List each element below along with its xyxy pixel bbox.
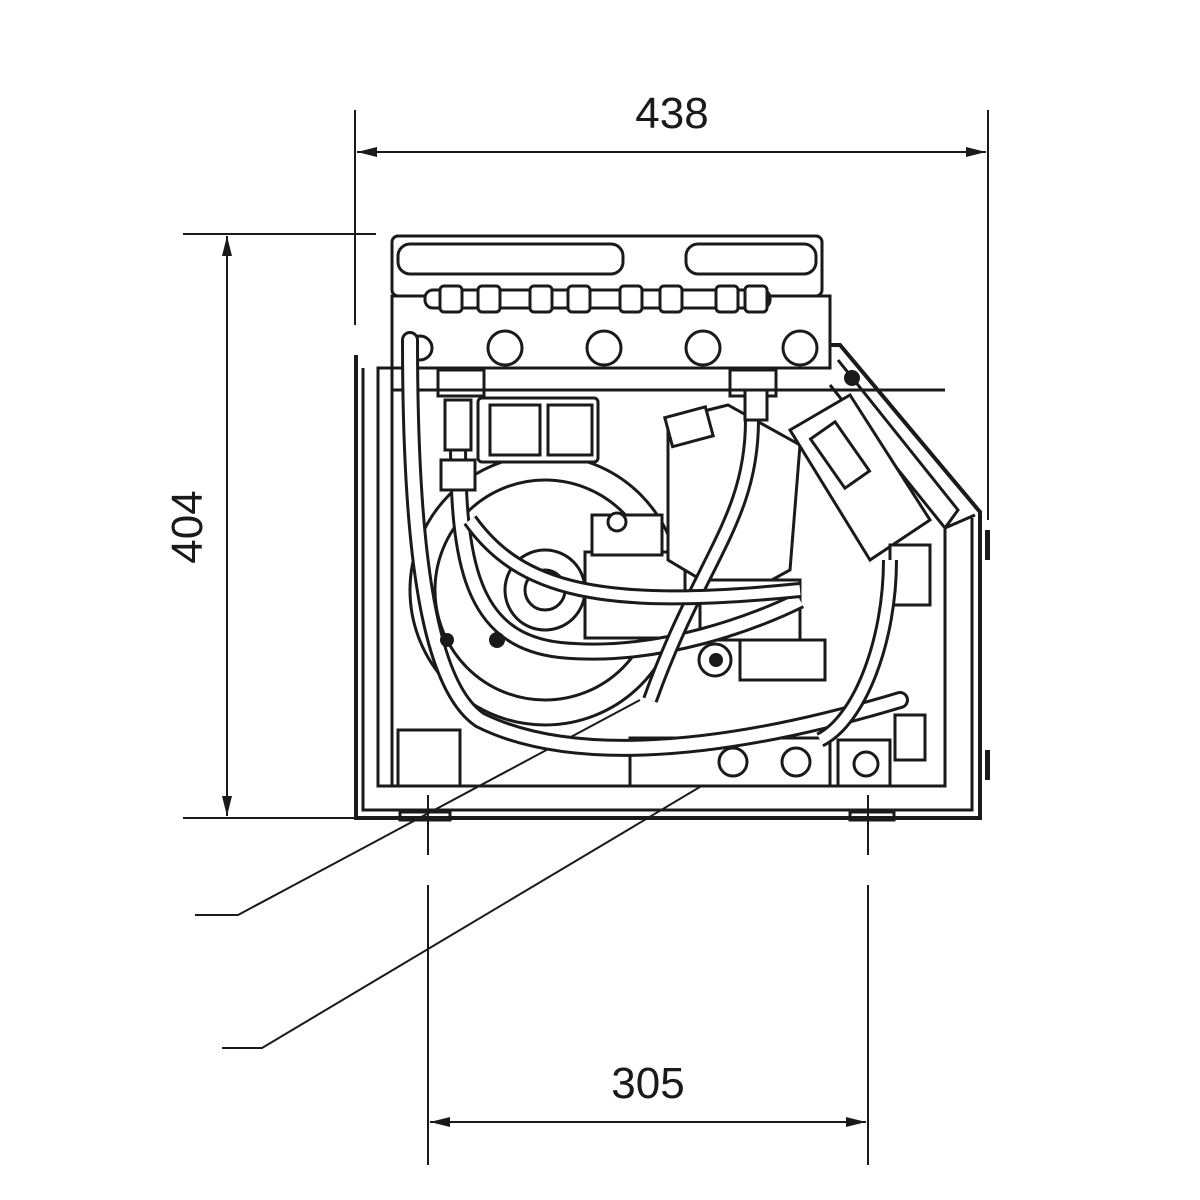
fitting-left [436, 368, 486, 398]
dimension-label-width-bottom: 305 [611, 1059, 684, 1108]
top-rail-right [684, 242, 818, 276]
bolt-dark-4 [709, 653, 723, 667]
bolt-dark-2 [440, 633, 454, 647]
lower-valve-body [738, 638, 827, 682]
hoses [401, 331, 909, 757]
bottom-port-2 [780, 746, 812, 778]
foot-right [848, 810, 896, 822]
bottom-port-3 [852, 750, 880, 778]
port-4 [781, 329, 819, 367]
pump-bolt [606, 511, 628, 533]
leader-line-2 [222, 765, 736, 1049]
outer-frame [354, 343, 982, 820]
top-rail-left [396, 242, 625, 276]
leader-lines [195, 699, 736, 1049]
machine-unit [354, 234, 990, 822]
angled-valve-head [808, 419, 872, 491]
port-1 [486, 329, 524, 367]
right-fitting-lower [893, 713, 927, 762]
dimension-width-bottom: 305 [427, 795, 869, 1165]
side-tab-1 [985, 530, 990, 560]
left-side-panel [376, 366, 394, 788]
leader-line-1 [195, 699, 641, 916]
port-3 [684, 329, 722, 367]
side-tab-2 [985, 750, 990, 780]
dimension-label-height-left: 404 [163, 490, 212, 563]
motor-top-box-inner-right [546, 403, 594, 457]
foot-left [398, 810, 452, 822]
tube-fitting-right [743, 388, 769, 422]
reservoir-cap [662, 404, 715, 449]
dimension-height-left: 404 [163, 233, 420, 819]
bolt-dark-1 [489, 632, 505, 648]
bottom-port-1 [717, 746, 749, 778]
bottom-block-left [396, 728, 462, 788]
tube-connector-left [439, 458, 477, 492]
tube-fitting-left [443, 398, 473, 452]
fitting-chain [423, 284, 772, 314]
dimension-label-width-top: 438 [635, 89, 708, 138]
bolt-dark-3 [844, 370, 860, 386]
motor-top-box-inner-left [488, 403, 542, 457]
port-2 [585, 329, 623, 367]
dimension-width-top: 438 [354, 89, 989, 520]
